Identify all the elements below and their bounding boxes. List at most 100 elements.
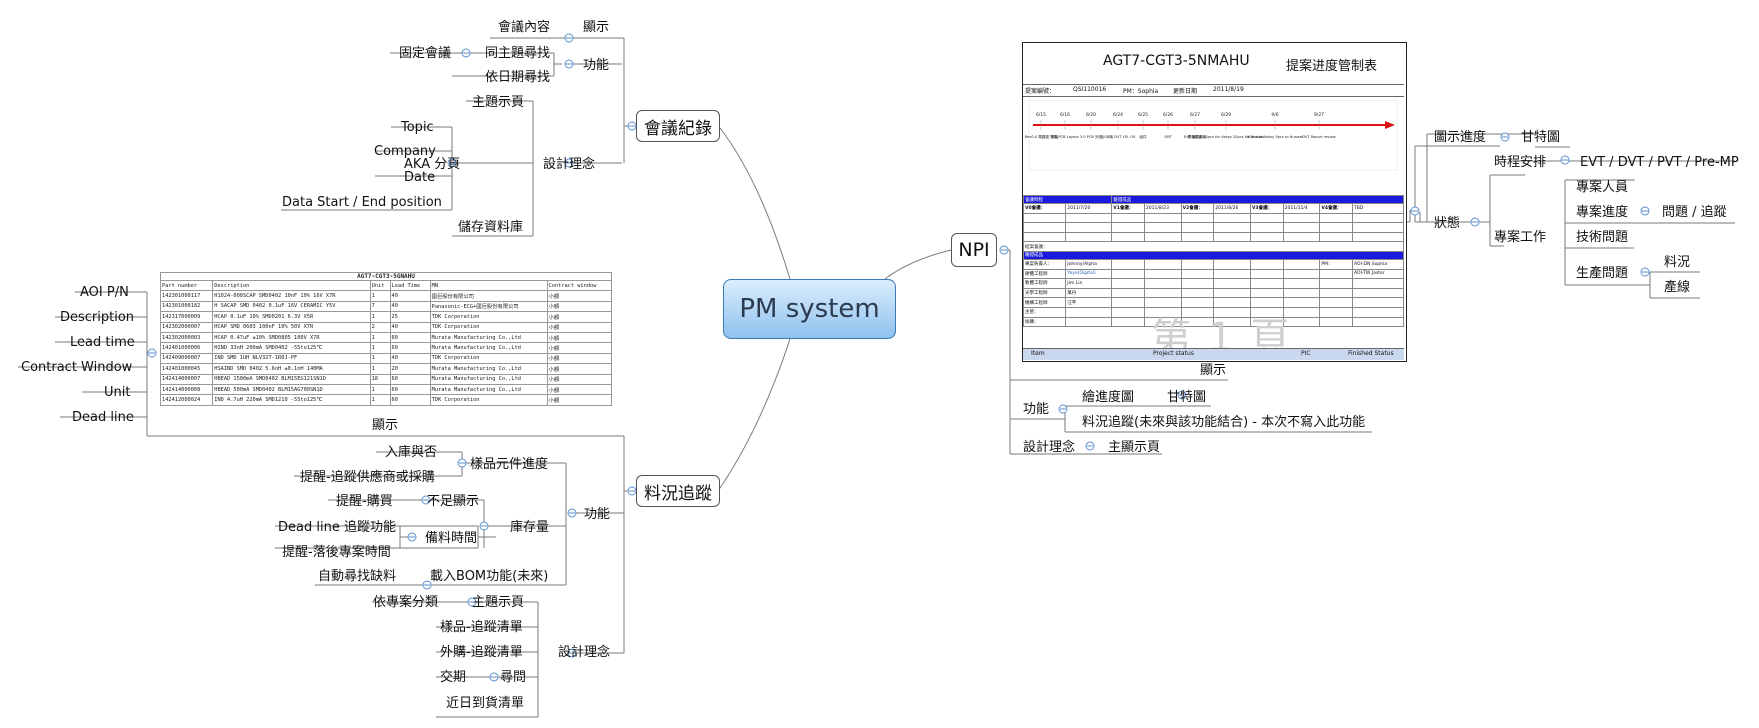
topic-status[interactable]: 狀態 <box>1434 215 1460 231</box>
topic-schedule[interactable]: 時程安排 <box>1494 155 1546 170</box>
topic-npi-gantt[interactable]: 甘特圖 <box>1167 390 1206 405</box>
grid-cell <box>1282 268 1321 280</box>
table-cell: 142401000006 <box>160 342 214 354</box>
central-topic[interactable]: PM system <box>723 279 896 339</box>
field-unit[interactable]: Unit <box>104 385 130 400</box>
field-contract-window[interactable]: Contract Window <box>21 360 133 375</box>
topic-prep-time[interactable]: 備料時間 <box>425 530 477 546</box>
topic-inquiry[interactable]: 尋問 <box>500 670 526 685</box>
topic-npi-main-page[interactable]: 主顯示頁 <box>1108 440 1160 455</box>
topic-fixed-meeting[interactable]: 固定會議 <box>399 46 451 61</box>
topic-npi-show[interactable]: 顯示 <box>1200 363 1226 378</box>
grid-cell <box>1143 212 1182 224</box>
phase-date: 2011/7/20 <box>1065 203 1113 214</box>
field-lead-time[interactable]: Lead time <box>70 335 135 350</box>
topic-sample-progress[interactable]: 樣品元件進度 <box>470 456 548 472</box>
topic-project-people[interactable]: 專案人員 <box>1576 180 1628 195</box>
footer-project-status: Project status <box>1153 350 1194 357</box>
main-topic-meeting[interactable]: 會議紀錄 <box>636 110 720 142</box>
topic-material-show[interactable]: 顯示 <box>372 418 398 433</box>
table-cell: 1 <box>369 331 391 344</box>
topic-sample-list[interactable]: 樣品-追蹤清單 <box>440 619 523 635</box>
topic-npi-design[interactable]: 設計理念 <box>1023 439 1075 455</box>
role-name: Yeyo(Digital) <box>1065 268 1113 280</box>
topic-auto-find[interactable]: 自動尋找缺料 <box>318 569 396 584</box>
topic-meeting-content[interactable]: 會議內容 <box>498 19 550 35</box>
aka-item-date[interactable]: Date <box>404 170 435 185</box>
topic-project-work[interactable]: 專案工作 <box>1494 230 1546 245</box>
table-cell: 60 <box>389 373 431 385</box>
timeline-event: Rev0.0 電路圖 完成 <box>1025 134 1058 139</box>
grid-cell <box>1111 222 1145 233</box>
topic-outsource-list[interactable]: 外購-追蹤清單 <box>440 644 523 660</box>
pm-cell <box>1319 297 1354 308</box>
topic-same-topic-search[interactable]: 同主題尋找 <box>485 46 550 61</box>
role-name <box>1065 306 1113 318</box>
topic-load-bom[interactable]: 載入BOM功能(未來) <box>430 569 548 584</box>
table-cell: 7 <box>369 300 391 313</box>
topic-material-main-page[interactable]: 主題示頁 <box>472 595 524 610</box>
topic-remind-supplier[interactable]: 提醒-追蹤供應商或採購 <box>300 469 435 485</box>
topic-progress-chart[interactable]: 圖示進度 <box>1434 129 1486 145</box>
topic-production-issue[interactable]: 生產問題 <box>1576 265 1628 281</box>
topic-meeting-design[interactable]: 設計理念 <box>543 156 595 172</box>
topic-material-status[interactable]: 料況 <box>1664 255 1690 270</box>
table-cell: 1 <box>369 394 391 406</box>
timeline-event: 開始驗證 20pcs for Askey 20pcs for Huawei <box>1188 134 1264 139</box>
field-description[interactable]: Description <box>60 310 134 325</box>
pm-cell: PM： <box>1319 258 1354 270</box>
topic-gantt[interactable]: 甘特圖 <box>1521 130 1560 145</box>
role-label: 機構工程師 <box>1023 297 1067 308</box>
topic-material-design[interactable]: 設計理念 <box>558 644 610 660</box>
topic-production-line[interactable]: 產線 <box>1664 279 1690 295</box>
table-cell: 小額 <box>546 290 612 302</box>
topic-deadline-track[interactable]: Dead line 追蹤功能 <box>278 519 396 535</box>
main-topic-npi[interactable]: NPI <box>951 233 997 267</box>
topic-material-track-future[interactable]: 料況追蹤(未來與該功能結合) - 本次不寫入此功能 <box>1082 414 1365 430</box>
table-cell: 1 <box>369 290 391 302</box>
topic-tech-issue[interactable]: 技術問題 <box>1576 230 1628 245</box>
aka-item-company[interactable]: Company <box>374 144 436 159</box>
topic-store-database[interactable]: 儲存資料庫 <box>458 220 523 235</box>
topic-project-progress[interactable]: 專案進度 <box>1576 204 1628 220</box>
topic-shortage-show[interactable]: 不足顯示 <box>427 494 479 509</box>
topic-aka-pages[interactable]: AKA 分頁 <box>404 157 460 172</box>
grid-cell <box>1213 316 1252 328</box>
grid-cell <box>1180 268 1215 280</box>
material-table-title: AGT7-CGT3-5GNAHU <box>160 272 612 281</box>
grid-cell <box>1282 278 1321 289</box>
topic-arrival-list[interactable]: 近日到貨清單 <box>446 695 524 711</box>
field-aoi-pn[interactable]: AOI P/N <box>80 285 129 300</box>
topic-remind-buy[interactable]: 提醒-購買 <box>336 493 393 509</box>
topic-remind-behind[interactable]: 提醒-落後專案時間 <box>282 544 391 560</box>
pm-cell <box>1319 278 1354 289</box>
topic-search-by-date[interactable]: 依日期尋找 <box>485 70 550 85</box>
table-cell: 小額 <box>546 363 612 375</box>
table-cell: 小額 <box>546 394 612 406</box>
topic-material-function[interactable]: 功能 <box>584 507 610 522</box>
grid-cell <box>1111 278 1145 289</box>
topic-meeting-function[interactable]: 功能 <box>583 58 609 73</box>
main-topic-material[interactable]: 料況追蹤 <box>636 475 720 507</box>
aka-item-data-position[interactable]: Data Start / End position <box>282 195 442 210</box>
topic-inventory[interactable]: 庫存量 <box>510 520 549 535</box>
phase-label: V4會議： <box>1319 203 1354 214</box>
grid-cell <box>1111 212 1145 224</box>
aka-item-topic[interactable]: Topic <box>400 120 434 135</box>
grid-cell <box>1143 287 1182 299</box>
topic-issue-track[interactable]: 問題 / 追蹤 <box>1662 204 1727 220</box>
topic-in-stock[interactable]: 入庫與否 <box>385 445 437 460</box>
col-contract-window: Contract window <box>546 279 612 292</box>
topic-draw-progress[interactable]: 繪進度圖 <box>1082 389 1134 405</box>
role-label: 軟體工程師 <box>1023 278 1067 289</box>
field-dead-line[interactable]: Dead line <box>72 410 134 425</box>
table-cell: 142302000007 <box>160 321 214 333</box>
topic-main-page[interactable]: 主題示頁 <box>472 95 524 110</box>
topic-meeting-show[interactable]: 顯示 <box>583 20 609 35</box>
topic-phases[interactable]: EVT / DVT / PVT / Pre-MP <box>1580 155 1739 170</box>
table-cell: 小額 <box>546 331 612 344</box>
topic-delivery[interactable]: 交期 <box>440 669 466 685</box>
topic-by-project[interactable]: 依專案分類 <box>373 595 438 610</box>
npi-sheet-title: AGT7-CGT3-5NMAHU <box>1103 53 1250 69</box>
topic-npi-function[interactable]: 功能 <box>1023 402 1049 417</box>
